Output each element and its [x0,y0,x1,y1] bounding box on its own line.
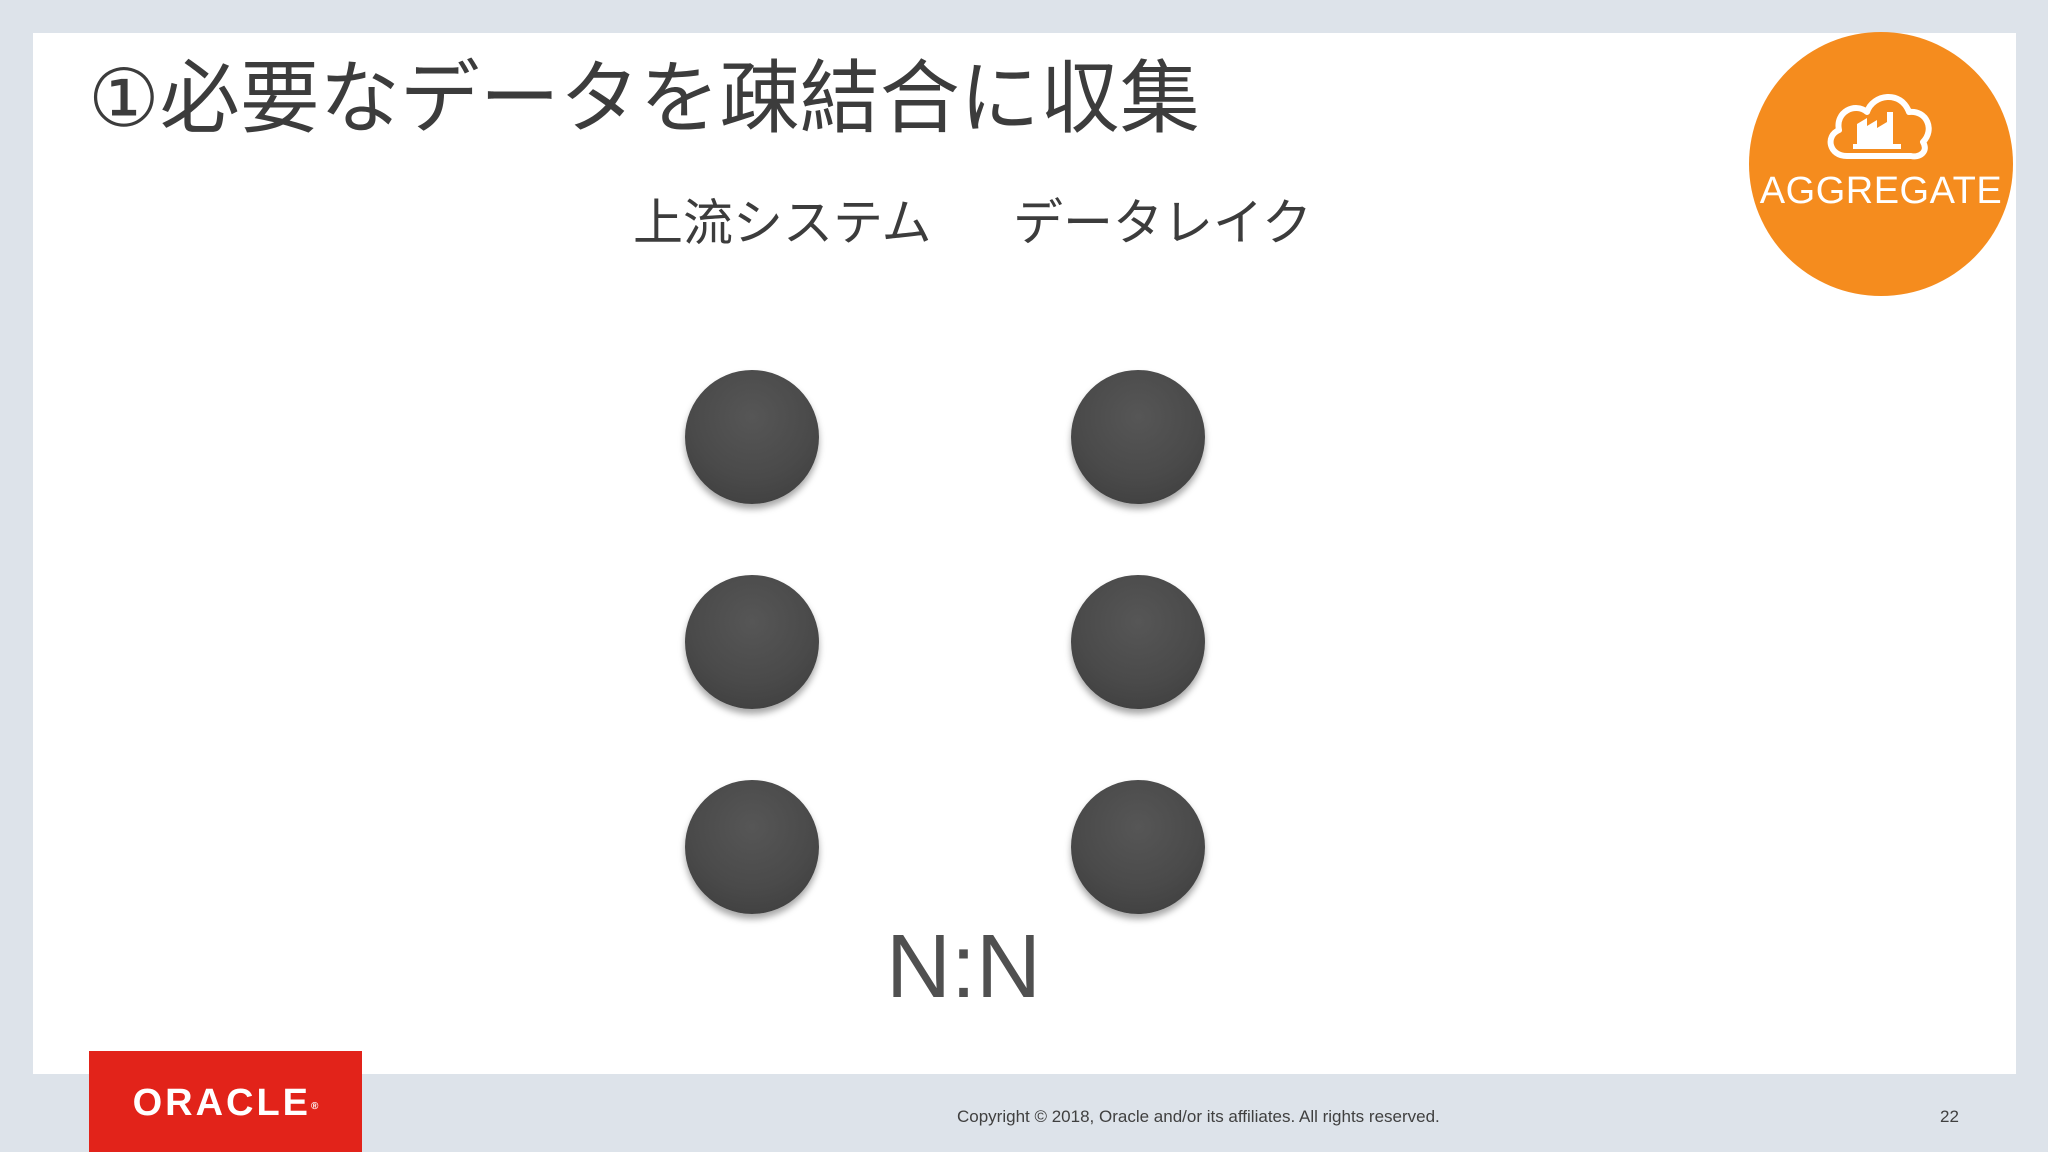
slide-title: ①必要なデータを疎結合に収集 [88,52,1200,145]
ratio-label: N:N [886,917,1041,1017]
copyright-notice: Copyright © 2018, Oracle and/or its affi… [957,1107,1440,1126]
aggregate-label: AGGREGATE [1759,170,2003,212]
data-lake-node-2 [1071,575,1205,709]
upstream-system-node-1 [685,370,819,504]
oracle-logo: ORACLE® [89,1051,362,1152]
cloud-factory-icon [1827,94,1932,160]
registered-mark: ® [311,1101,319,1112]
aggregate-badge: AGGREGATE [1749,32,2013,296]
upstream-system-node-3 [685,780,819,914]
slide-canvas [33,33,2016,1074]
data-lake-header: データレイク [1013,194,1312,252]
upstream-systems-header: 上流システム [633,194,932,252]
data-lake-node-1 [1071,370,1205,504]
oracle-logo-text: ORACLE [132,1082,312,1124]
data-lake-node-3 [1071,780,1205,914]
upstream-system-node-2 [685,575,819,709]
page-number: 22 [1940,1107,1959,1126]
